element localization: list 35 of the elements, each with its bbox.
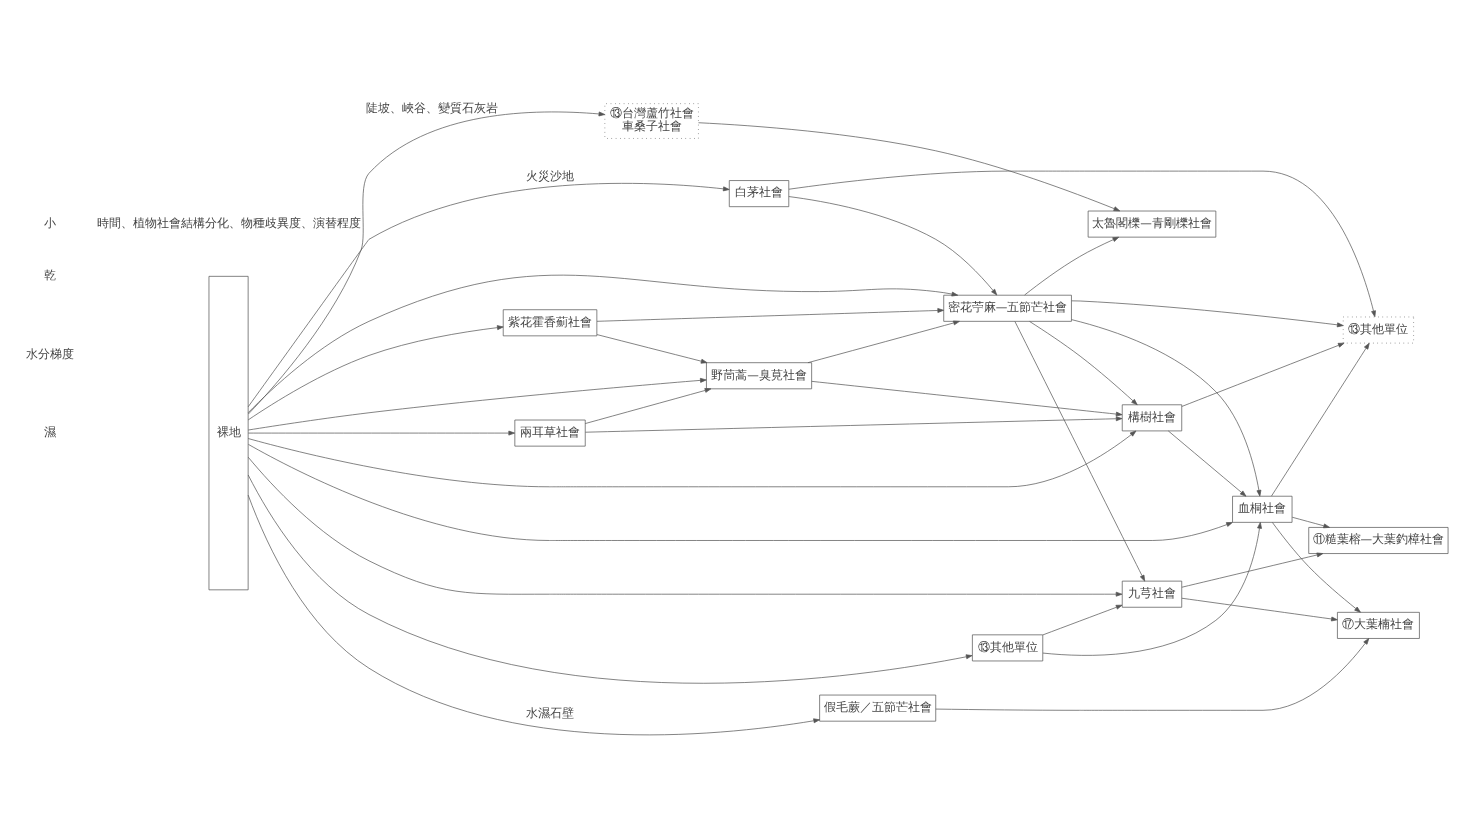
arrow [1042,603,1123,635]
arrow [247,455,1123,596]
arrow [247,324,504,420]
arrow [248,429,515,435]
arrow [584,387,712,423]
arrow [698,121,1121,211]
arrow [1272,521,1361,612]
arrow [247,273,959,413]
arrow [1181,551,1324,587]
arrow [1024,235,1120,295]
arrow [247,376,707,430]
arrow [1181,596,1338,621]
arrow [248,443,1233,540]
arrow [248,110,606,414]
arrow [247,182,730,407]
arrow [788,195,998,295]
arrow [247,473,973,683]
arrow [1271,341,1370,496]
arrow [1042,521,1262,655]
arrow [596,307,944,321]
arrow [247,429,1137,487]
arrow [1167,429,1247,496]
arrow [807,319,960,363]
arrow [1029,320,1138,405]
arrow [1071,318,1262,496]
arrow [247,493,820,735]
arrow [788,169,1376,317]
arrow [935,637,1370,710]
arrow [1071,299,1344,327]
arrow [1014,320,1146,581]
arrow [1181,341,1345,406]
arrow [585,415,1123,432]
arrow [811,380,1123,416]
arrow [1291,515,1330,528]
arrow [596,333,708,363]
